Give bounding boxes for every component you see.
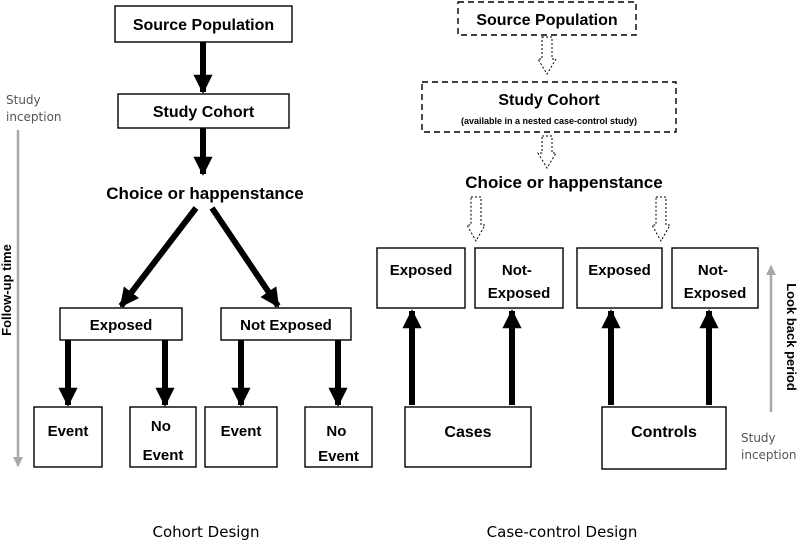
cohort-event-box-1 <box>33 406 103 468</box>
cohort-no-event-label-2: No Event <box>318 423 359 465</box>
cohort-no-event-box-1 <box>129 406 197 468</box>
cc-cases-exposed-box <box>376 247 466 309</box>
cohort-design: Source Population Study Cohort Choice or… <box>0 5 373 541</box>
cc-study-cohort-label: Study Cohort <box>498 92 600 109</box>
case-control-design: Source Population Study Cohort (availabl… <box>376 1 799 541</box>
cohort-event-label-1: Event <box>48 423 89 440</box>
case-control-design-caption: Case-control Design <box>487 523 638 541</box>
cc-arrow-source-to-cohort <box>537 36 557 75</box>
cohort-exposed-label: Exposed <box>90 317 153 334</box>
cc-study-cohort-box <box>421 81 677 133</box>
follow-up-time-label: Follow-up time <box>0 244 14 336</box>
cohort-not-exposed-label: Not Exposed <box>240 317 332 334</box>
cohort-choice-label: Choice or happenstance <box>106 184 303 203</box>
cohort-event-box-2 <box>204 406 278 468</box>
cc-source-population-box <box>457 1 637 36</box>
cc-cases-label: Cases <box>444 424 491 441</box>
cohort-design-caption: Cohort Design <box>153 523 260 541</box>
cc-study-inception-label: Study inception <box>741 431 797 462</box>
cohort-arrow-choice-to-exposed <box>118 206 199 308</box>
cohort-study-cohort-box <box>117 93 290 129</box>
cc-choice-label: Choice or happenstance <box>465 173 662 192</box>
cohort-no-event-label-1: No Event <box>143 418 184 464</box>
cohort-arrow-choice-to-not-exposed <box>209 206 281 308</box>
cc-arrow-cohort-to-choice <box>537 135 557 169</box>
cc-cases-exposed-label: Exposed <box>390 262 453 279</box>
cc-cases-box <box>404 406 532 468</box>
cc-arrow-choice-to-cases <box>466 196 486 243</box>
cc-cases-not-exposed-box <box>474 247 564 309</box>
cohort-no-event-box-2 <box>304 406 373 468</box>
cc-cases-not-exposed-label: Not- Exposed <box>488 262 551 302</box>
cohort-source-population-box <box>114 5 293 43</box>
cohort-not-exposed-box <box>220 307 352 341</box>
cohort-exposed-box <box>59 307 183 341</box>
cohort-study-cohort-label: Study Cohort <box>153 104 255 121</box>
cohort-event-label-2: Event <box>221 423 262 440</box>
cc-controls-box <box>601 406 727 470</box>
cc-controls-not-exposed-label: Not- Exposed <box>684 262 747 302</box>
cc-nested-note: (available in a nested case-control stud… <box>461 116 637 126</box>
look-back-period-label: Look back period <box>784 283 799 391</box>
cc-source-population-label: Source Population <box>476 12 617 29</box>
cc-controls-label: Controls <box>631 424 697 441</box>
cc-controls-not-exposed-box <box>671 247 759 309</box>
cohort-study-inception-label: Study inception <box>6 93 62 124</box>
cc-controls-exposed-box <box>576 247 663 309</box>
cc-controls-exposed-label: Exposed <box>588 262 651 279</box>
cc-arrow-choice-to-controls <box>651 196 671 243</box>
cohort-source-population-label: Source Population <box>133 17 274 34</box>
